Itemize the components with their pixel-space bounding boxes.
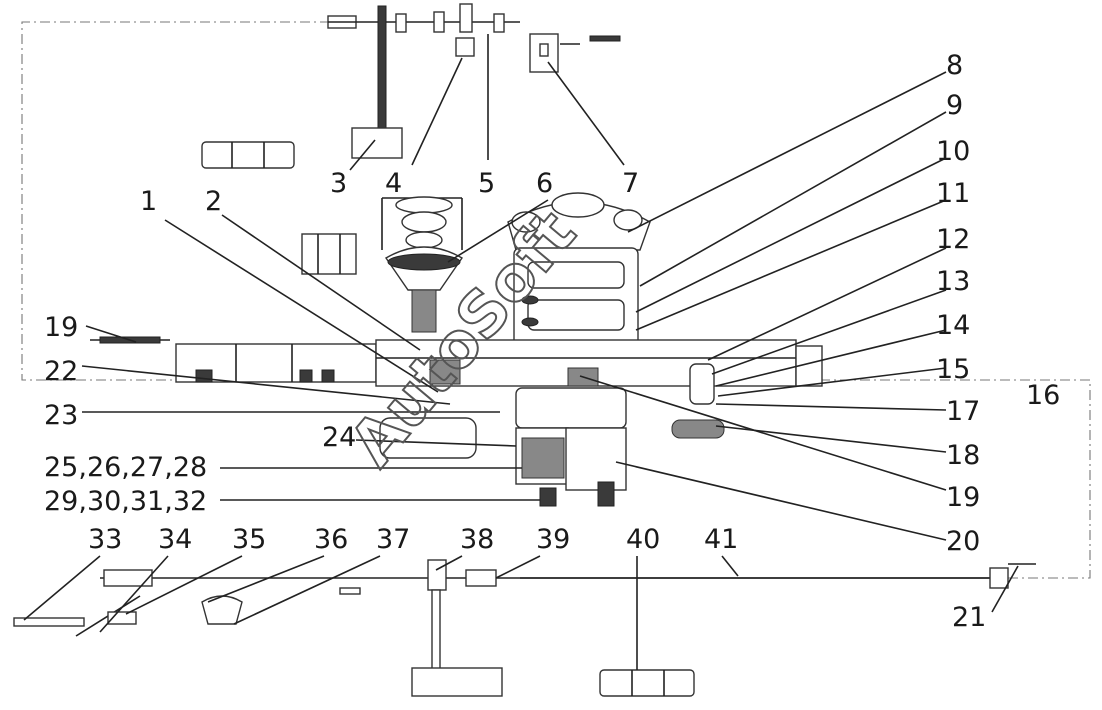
label-39: 39 — [536, 524, 570, 555]
label-2: 2 — [205, 186, 222, 217]
label-3: 3 — [330, 168, 347, 199]
top-assembly — [201, 3, 621, 169]
label-34: 34 — [158, 524, 192, 555]
label-4: 4 — [385, 168, 402, 199]
label-24: 24 — [322, 422, 356, 453]
label-33: 33 — [88, 524, 122, 555]
label-41: 41 — [704, 524, 738, 555]
label-14: 14 — [936, 310, 970, 341]
label-16: 16 — [1026, 380, 1060, 411]
label-1: 1 — [140, 186, 157, 217]
cross-bar-assembly — [90, 336, 823, 387]
label-37: 37 — [376, 524, 410, 555]
label-19-right: 19 — [946, 482, 980, 513]
bottom-assembly — [13, 559, 1036, 697]
label-8: 8 — [946, 50, 963, 81]
label-12: 12 — [936, 224, 970, 255]
label-23: 23 — [44, 400, 78, 431]
label-36: 36 — [314, 524, 348, 555]
label-10: 10 — [936, 136, 970, 167]
label-35: 35 — [232, 524, 266, 555]
leader-lines — [23, 34, 1019, 670]
label-15: 15 — [936, 354, 970, 385]
main-housing — [507, 192, 651, 361]
label-11: 11 — [936, 178, 970, 209]
label-19-left: 19 — [44, 312, 78, 343]
label-18: 18 — [946, 440, 980, 471]
label-29-32: 29,30,31,32 — [44, 486, 207, 517]
part-labels: 1 2 3 4 5 6 7 8 9 10 11 12 13 14 15 16 1… — [44, 50, 1060, 633]
label-5: 5 — [478, 168, 495, 199]
label-25-28: 25,26,27,28 — [44, 452, 207, 483]
label-7: 7 — [622, 168, 639, 199]
label-20: 20 — [946, 526, 980, 557]
label-6: 6 — [536, 168, 553, 199]
label-38: 38 — [460, 524, 494, 555]
label-21: 21 — [952, 602, 986, 633]
label-9: 9 — [946, 90, 963, 121]
label-13: 13 — [936, 266, 970, 297]
valve-spring-part — [301, 196, 464, 333]
label-17: 17 — [946, 396, 980, 427]
label-40: 40 — [626, 524, 660, 555]
label-22: 22 — [44, 356, 78, 387]
lower-body — [379, 363, 725, 507]
